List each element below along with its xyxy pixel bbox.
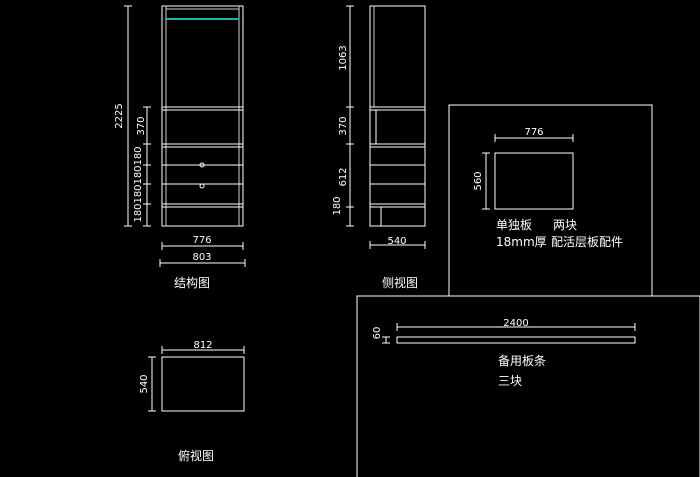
shelf-note-line4: 配活层板配件 bbox=[551, 235, 623, 249]
dim-width-inner: 776 bbox=[192, 235, 211, 246]
dim-width-outer: 803 bbox=[192, 252, 211, 263]
drawer-knob-icon bbox=[199, 162, 205, 168]
drawer-knob-icon bbox=[199, 183, 205, 189]
front-cabinet-outline bbox=[161, 5, 244, 227]
spare-strip-frame bbox=[356, 295, 700, 477]
dim-top-width: 812 bbox=[193, 340, 212, 351]
top-view-caption: 俯视图 bbox=[178, 448, 214, 463]
shelf-note-line1: 单独板 bbox=[496, 218, 532, 232]
dim-370: 370 bbox=[136, 116, 147, 135]
dim-180: 180 bbox=[133, 184, 144, 203]
dim-strip-height: 60 bbox=[372, 327, 383, 340]
shelf-panel-outline bbox=[494, 152, 574, 210]
dim-180: 180 bbox=[133, 165, 144, 184]
dim-strip-length: 2400 bbox=[503, 318, 528, 329]
side-inner-block bbox=[369, 109, 377, 145]
dim-180: 180 bbox=[133, 146, 144, 165]
side-cabinet-outline bbox=[369, 5, 426, 227]
spare-strip-outline bbox=[396, 336, 636, 344]
side-view-caption: 侧视图 bbox=[382, 275, 418, 290]
shelf-note-line2: 18mm厚 bbox=[496, 235, 547, 249]
side-view: 1063 370 612 180 540 侧视图 bbox=[332, 5, 426, 290]
dim-612: 612 bbox=[338, 167, 349, 186]
dim-180: 180 bbox=[133, 203, 144, 222]
dim-shelf-width: 776 bbox=[524, 127, 543, 138]
dim-shelf-depth: 560 bbox=[473, 171, 484, 190]
dim-total-height: 2225 bbox=[114, 103, 125, 128]
strip-note-line1: 备用板条 bbox=[498, 354, 546, 368]
strip-note-line2: 三块 bbox=[498, 374, 522, 388]
front-view-caption: 结构图 bbox=[174, 275, 210, 290]
shelf-panel-frame bbox=[448, 104, 653, 296]
dim-180: 180 bbox=[332, 196, 343, 215]
dim-side-depth: 540 bbox=[387, 236, 406, 247]
spare-strip-box: 2400 60 备用板条 三块 bbox=[356, 295, 700, 477]
top-view: 812 540 俯视图 bbox=[139, 340, 245, 463]
front-view: 2225 370 180 180 180 180 776 803 结构图 bbox=[114, 5, 246, 290]
dim-370: 370 bbox=[338, 116, 349, 135]
dim-1063: 1063 bbox=[338, 45, 349, 70]
shelf-panel-box: 776 560 单独板 18mm厚 两块 配活层板配件 bbox=[448, 104, 653, 296]
top-view-outline bbox=[161, 356, 245, 412]
dim-top-depth: 540 bbox=[139, 374, 150, 393]
shelf-note-line3: 两块 bbox=[553, 218, 577, 232]
